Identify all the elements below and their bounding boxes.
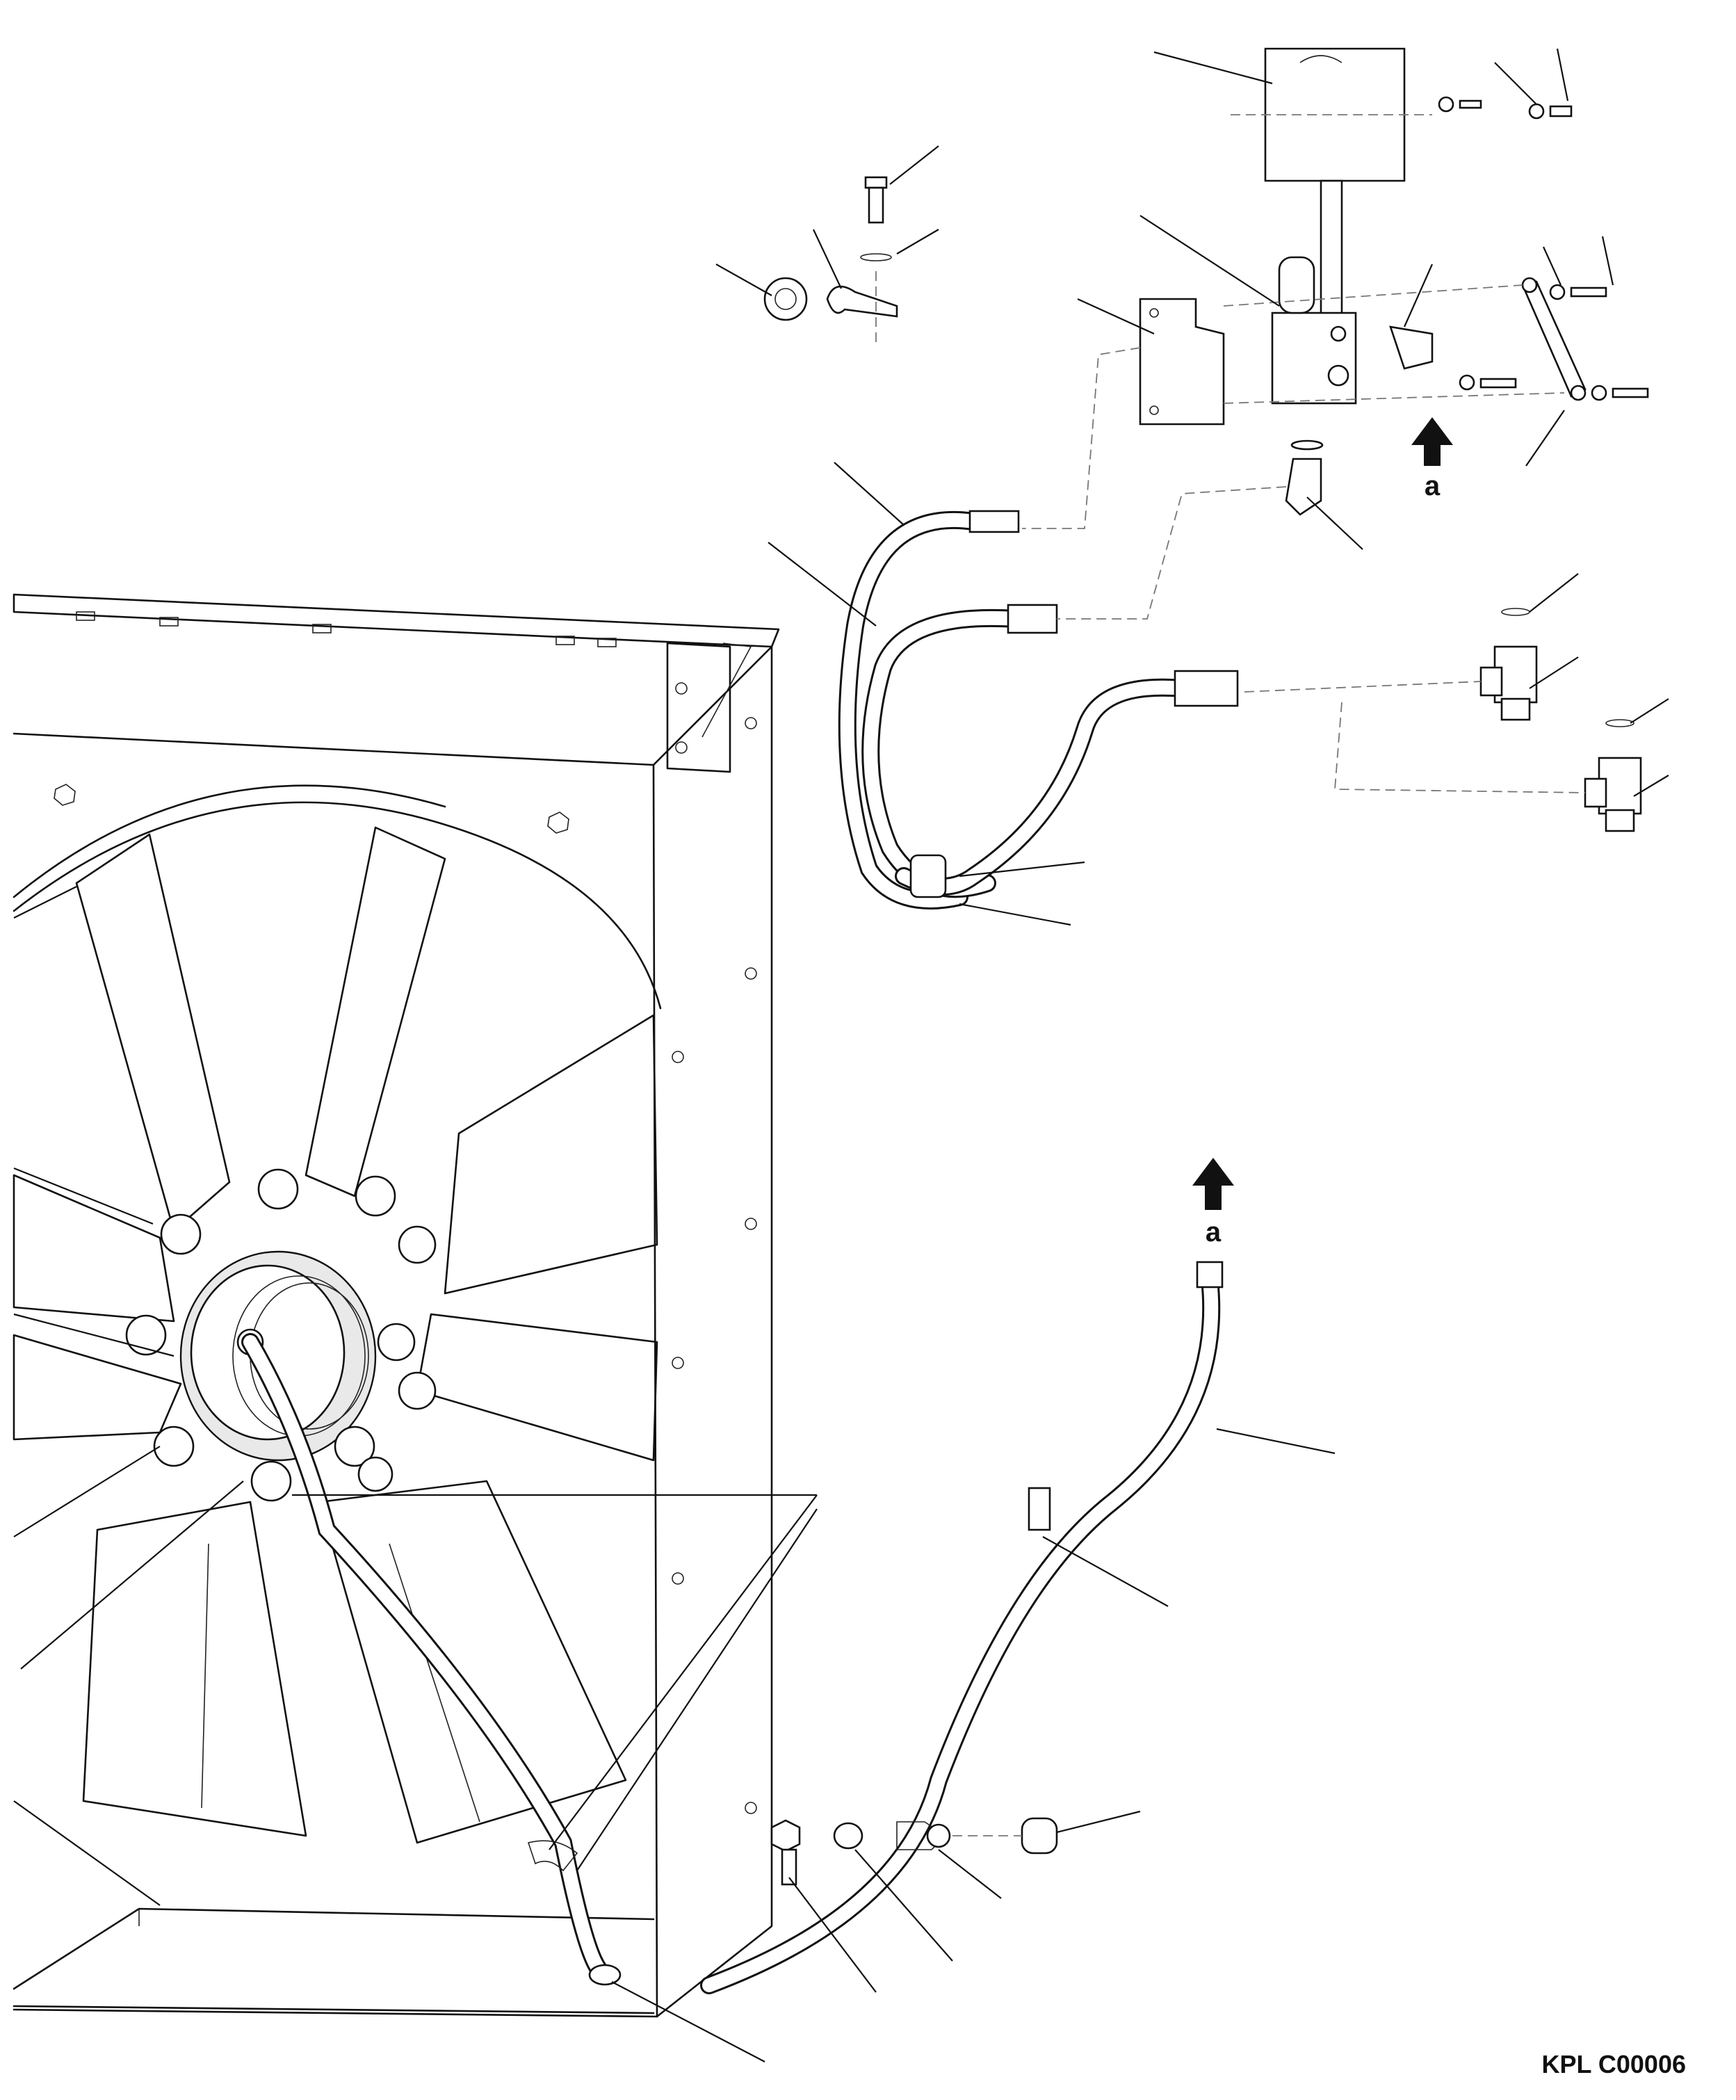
radiator-frame <box>13 593 780 2018</box>
view-arrow-label: a <box>1425 471 1441 501</box>
connection-lines <box>1022 347 1287 620</box>
view-arrow-upper: a <box>1411 417 1453 501</box>
hub-hose <box>241 1333 622 1986</box>
leader-lines <box>13 48 1669 2062</box>
tee-fittings <box>1244 608 1642 832</box>
view-arrow-lower: a <box>1192 1158 1234 1247</box>
fan-blades <box>13 826 658 1844</box>
figure-reference-code: KPL C00006 <box>1541 2050 1686 2078</box>
fan-shroud-ring <box>13 784 662 1010</box>
view-arrow-label: a <box>1206 1217 1222 1247</box>
hose-bundle <box>838 510 1239 910</box>
clamp-hardware <box>763 176 898 348</box>
lower-fasteners <box>770 1817 1058 1886</box>
valve-assembly <box>1139 47 1649 516</box>
lower-return-hose <box>700 1261 1224 1994</box>
fan-hub <box>125 1168 437 1502</box>
